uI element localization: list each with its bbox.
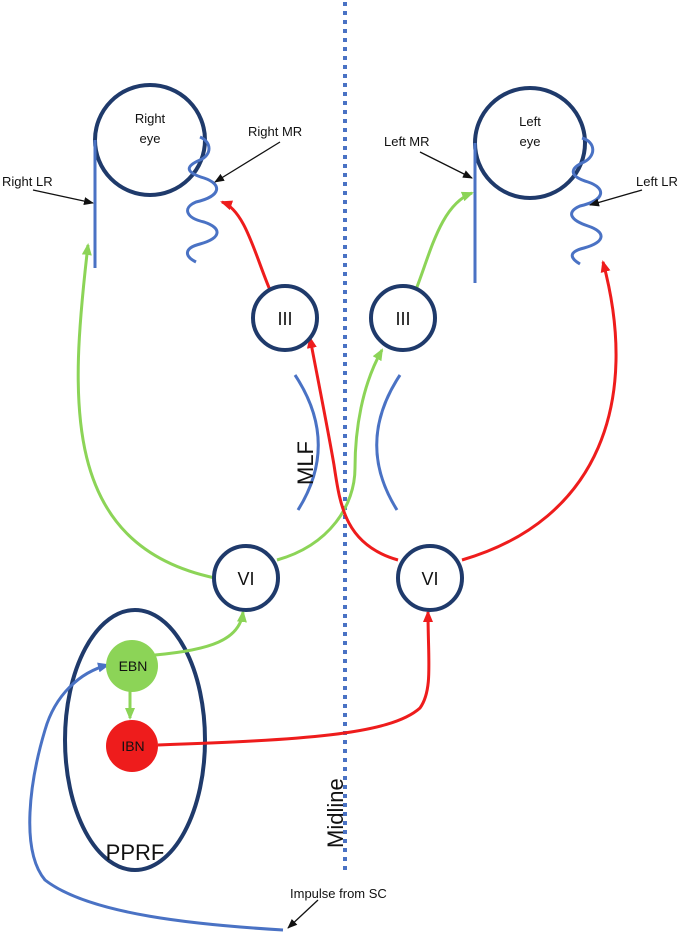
left-cn3-label: III [395, 309, 410, 329]
ebn-node [106, 640, 158, 692]
right-vi-to-left-iii-pathway [276, 348, 384, 562]
left-eye-label-line1: Left [519, 114, 541, 129]
left-lr-label: Left LR [636, 174, 678, 189]
pprf-label: PPRF [106, 840, 165, 865]
right-mr-muscle [186, 135, 219, 264]
right-cn3-label: III [277, 309, 292, 329]
left-mr-label: Left MR [384, 134, 430, 149]
left-vi-to-left-lr-pathway [461, 260, 618, 562]
right-mr-label: Right MR [248, 124, 302, 139]
right-vi-to-right-lr-pathway [76, 243, 216, 580]
right-cn6-nucleus [212, 544, 280, 612]
ebn-to-right-vi-pathway [154, 610, 247, 657]
ibn-node [106, 720, 158, 772]
right-cn3-nucleus [251, 284, 319, 352]
impulse-label: Impulse from SC [290, 886, 387, 901]
left-vi-to-right-iii-pathway [306, 336, 399, 562]
right-eye-label-line1: Right [135, 111, 166, 126]
right-lr-pointer [32, 189, 94, 206]
impulse-from-sc-pathway [28, 662, 284, 932]
left-lr-pointer [589, 189, 643, 207]
mlf-left-bracket [375, 374, 402, 511]
pprf-region [63, 608, 207, 872]
impulse-pointer [287, 899, 319, 929]
mlf-label: MLF [293, 441, 318, 485]
ebn-label: EBN [119, 658, 148, 674]
right-lr-label: Right LR [2, 174, 53, 189]
ibn-to-left-vi-pathway [157, 610, 434, 747]
left-lr-muscle [570, 136, 603, 266]
right-iii-to-right-mr-pathway [220, 200, 272, 291]
ibn-label: IBN [121, 738, 144, 754]
left-eye-label-line2: eye [520, 134, 541, 149]
left-cn6-nucleus [396, 544, 464, 612]
mlf-right-bracket [293, 374, 320, 511]
right-cn6-label: VI [237, 569, 254, 589]
right-mr-pointer [214, 141, 281, 183]
midline-label: Midline [323, 778, 348, 848]
right-eye-label-line2: eye [140, 131, 161, 146]
left-cn6-label: VI [421, 569, 438, 589]
left-cn3-nucleus [369, 284, 437, 352]
left-mr-pointer [419, 151, 473, 179]
left-iii-to-left-mr-pathway [413, 191, 474, 293]
